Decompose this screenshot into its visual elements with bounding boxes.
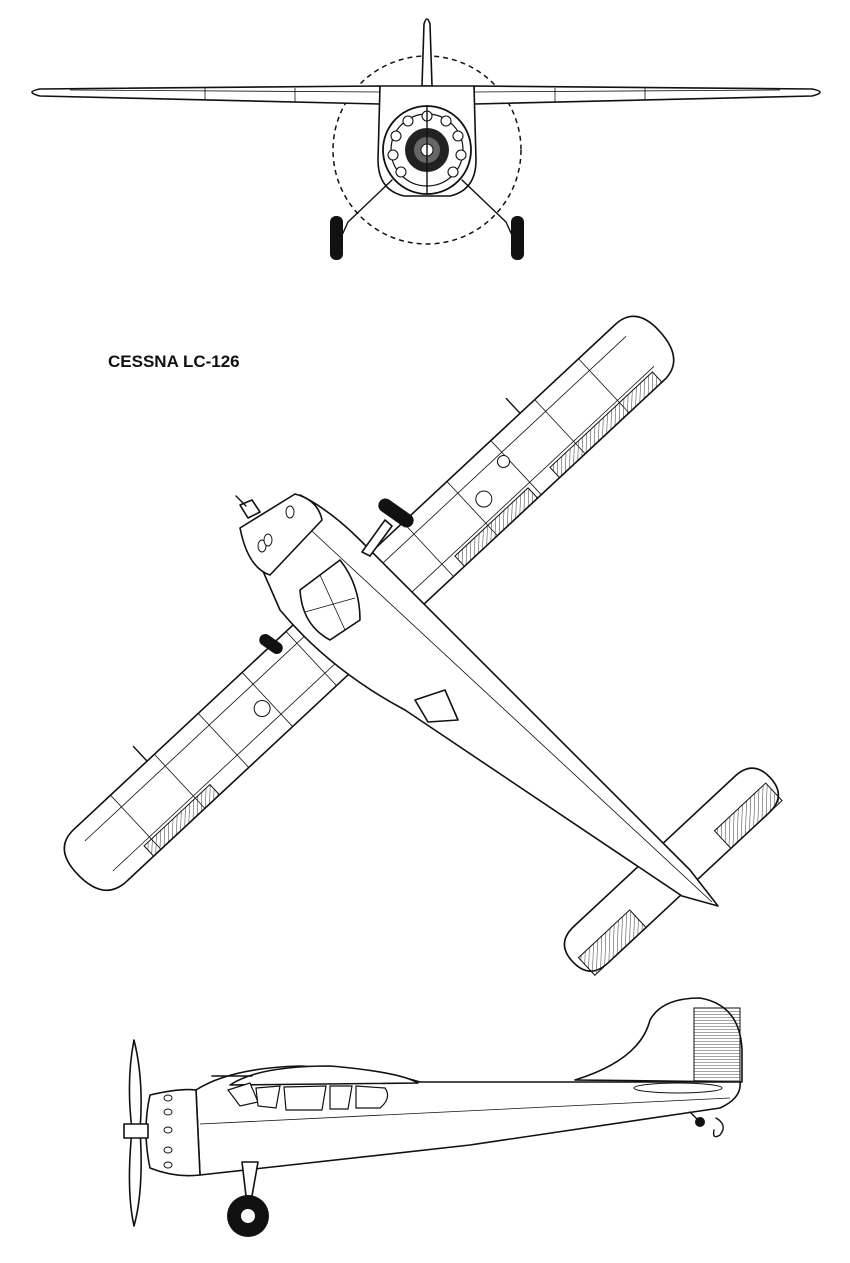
right-elevator: [713, 782, 783, 850]
plan-wheel-left: [259, 633, 283, 655]
side-rudder: [693, 1007, 741, 1083]
plan-cabin: [299, 559, 361, 641]
side-view: [123, 997, 743, 1237]
left-elevator: [577, 909, 647, 976]
plan-fuselage: [244, 494, 719, 907]
front-left-wing: [31, 85, 381, 105]
front-right-wheel: [511, 216, 524, 260]
side-cowling: [145, 1088, 201, 1177]
front-view: [31, 18, 821, 260]
aircraft-title: CESSNA LC-126: [108, 352, 240, 371]
right-aileron: [549, 371, 663, 479]
plan-wheel-right: [378, 498, 414, 528]
front-right-wing: [473, 85, 821, 105]
side-canopy: [229, 1065, 419, 1086]
front-left-wheel: [330, 216, 343, 260]
plan-cowling: [239, 493, 323, 576]
left-aileron: [143, 783, 221, 857]
right-flap: [454, 487, 539, 568]
side-windows: [227, 1082, 389, 1111]
front-fin: [421, 18, 433, 87]
plan-view: [63, 315, 783, 976]
plan-strut: [361, 519, 393, 557]
side-spinner: [123, 1123, 149, 1139]
engine-cylinders: [387, 110, 467, 178]
